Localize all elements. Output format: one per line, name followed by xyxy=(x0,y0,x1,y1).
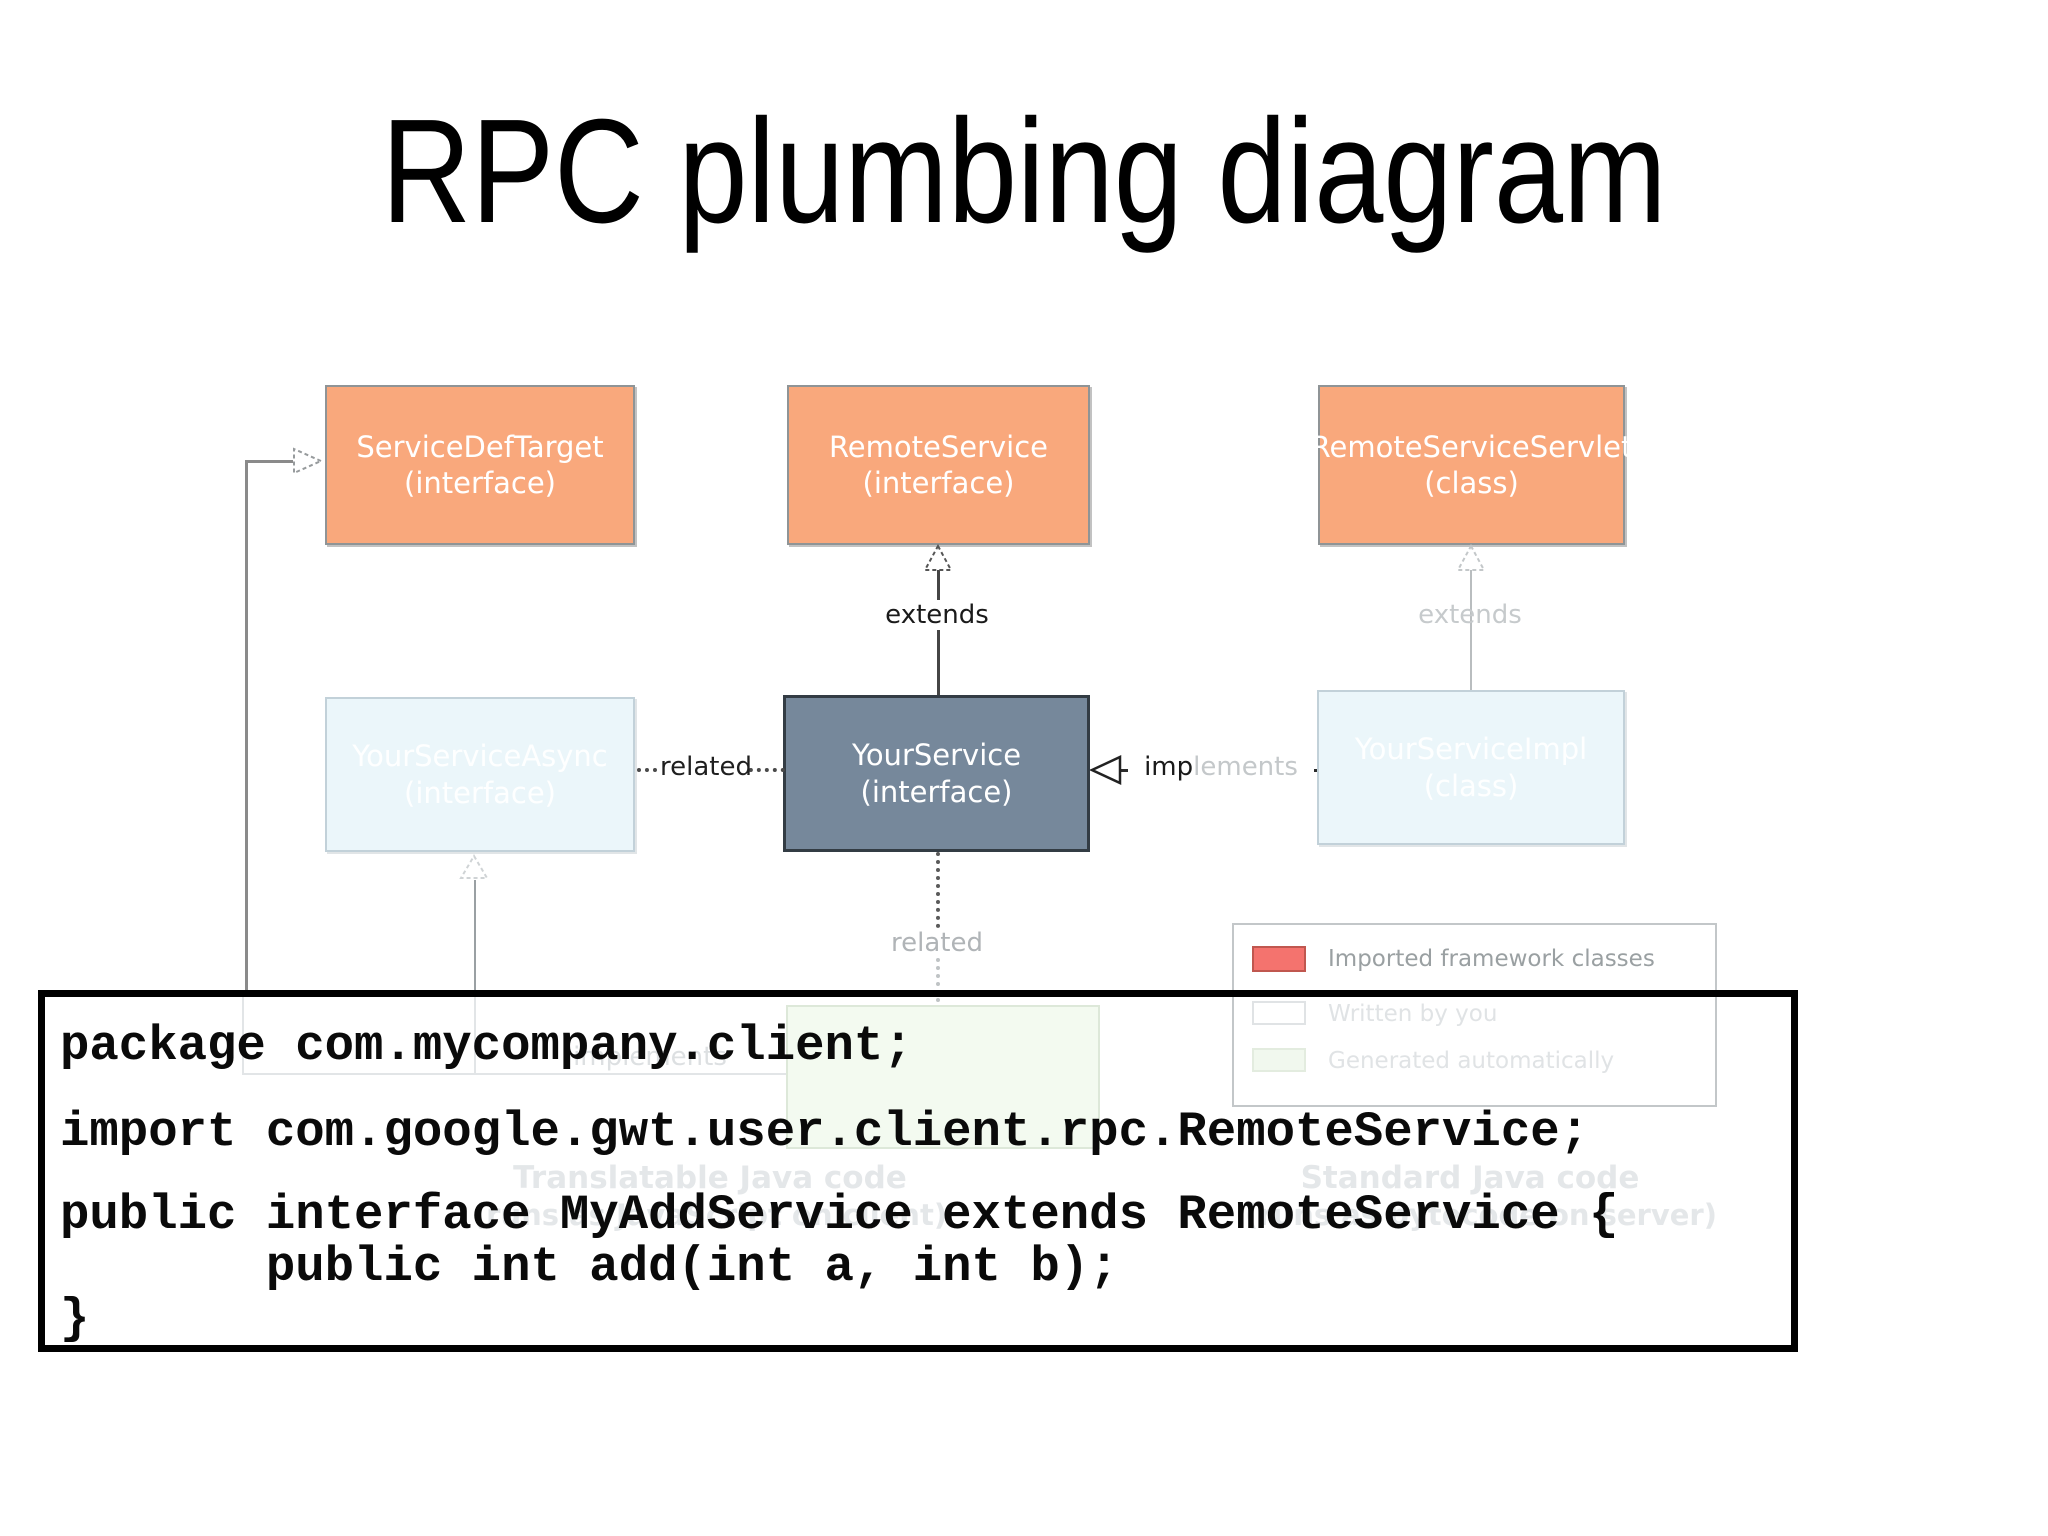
implements-line-ghost-left xyxy=(242,997,244,1073)
extends-center-label: extends xyxy=(867,600,1007,630)
legend-swatch-generated xyxy=(1252,1048,1306,1072)
service-def-target-stereotype: (interface) xyxy=(404,466,556,500)
remote-service-servlet-name: RemoteServiceServlet xyxy=(1310,429,1633,464)
related-vertical-line-top xyxy=(936,852,940,928)
client-caption-ghost: Translatable Java code xyxy=(513,1160,907,1196)
implements-async-line-ghost xyxy=(474,880,476,990)
implements-line-ghost-horizontal xyxy=(242,1073,786,1075)
your-service-stereotype: (interface) xyxy=(860,774,1013,809)
implements-async-arrowhead-ghost xyxy=(459,854,489,879)
remote-service-box: RemoteService (interface) xyxy=(787,385,1090,545)
legend-swatch-written xyxy=(1252,1001,1306,1025)
extends-right-arrowhead xyxy=(1456,544,1486,571)
legend-label-written: Written by you xyxy=(1328,1001,1498,1027)
server-caption-ghost: Standard Java code xyxy=(1300,1160,1640,1196)
remote-service-stereotype: (interface) xyxy=(862,466,1015,500)
extends-right-label: extends xyxy=(1418,600,1522,630)
your-service-impl-name: YourServiceImpl xyxy=(1354,732,1588,767)
related-vertical-label: related xyxy=(878,928,996,958)
code-line-close-brace: } xyxy=(60,1291,90,1347)
remote-service-servlet-stereotype: (class) xyxy=(1424,466,1519,500)
implements-sdt-arrowhead xyxy=(293,447,323,475)
client-caption-sub-ghost: (runs as JavaScript on client) xyxy=(472,1198,948,1232)
implements-line-ghost-async xyxy=(474,997,476,1073)
implements-label-faded: lements xyxy=(1193,752,1298,782)
your-service-async-box-ghost: YourServiceAsync (interface) xyxy=(325,697,635,852)
server-caption-sub-ghost: (runs as bytecode on server) xyxy=(1245,1198,1717,1232)
your-service-async-name: YourServiceAsync xyxy=(352,739,608,774)
code-line-method: public int add(int a, int b); xyxy=(60,1239,1119,1295)
your-service-name: YourService xyxy=(851,738,1022,773)
implements-label-dark: imp xyxy=(1144,752,1194,782)
implements-label: implements xyxy=(1128,752,1314,782)
your-service-async-stereotype: (interface) xyxy=(404,775,556,810)
code-line-interface: public interface MyAddService extends Re… xyxy=(60,1187,1619,1243)
extends-center-arrowhead xyxy=(923,544,953,571)
implements-sdt-line-vertical xyxy=(245,460,248,990)
extends-right-line xyxy=(1470,570,1472,690)
implements-arrowhead xyxy=(1090,755,1122,785)
service-def-target-box: ServiceDefTarget (interface) xyxy=(325,385,635,545)
legend-swatch-imported xyxy=(1252,946,1306,972)
related-vertical-line-bottom xyxy=(936,958,940,1002)
related-horizontal-label: related xyxy=(660,752,752,782)
implements-ghost-label: implements xyxy=(573,1042,727,1072)
legend-label-generated: Generated automatically xyxy=(1328,1048,1615,1074)
code-panel-frame xyxy=(38,990,1798,1352)
remote-service-servlet-box: RemoteServiceServlet (class) xyxy=(1311,385,1632,545)
code-line-import: import com.google.gwt.user.client.rpc.Re… xyxy=(60,1104,1590,1160)
code-line-package: package com.mycompany.client; xyxy=(60,1018,913,1074)
your-service-impl-box-ghost: YourServiceImpl (class) xyxy=(1317,690,1625,845)
service-def-target-name: ServiceDefTarget xyxy=(356,429,604,464)
your-service-impl-stereotype: (class) xyxy=(1423,768,1519,803)
extends-center-line xyxy=(937,570,940,695)
generated-proxy-box-ghost xyxy=(786,1005,1100,1149)
legend xyxy=(1232,923,1717,1107)
legend-label-imported: Imported framework classes xyxy=(1328,946,1655,972)
remote-service-name: RemoteService xyxy=(828,429,1049,464)
page-title: RPC plumbing diagram xyxy=(381,89,1667,254)
implements-sdt-line-horizontal xyxy=(245,460,293,463)
your-service-box: YourService (interface) xyxy=(783,695,1090,852)
